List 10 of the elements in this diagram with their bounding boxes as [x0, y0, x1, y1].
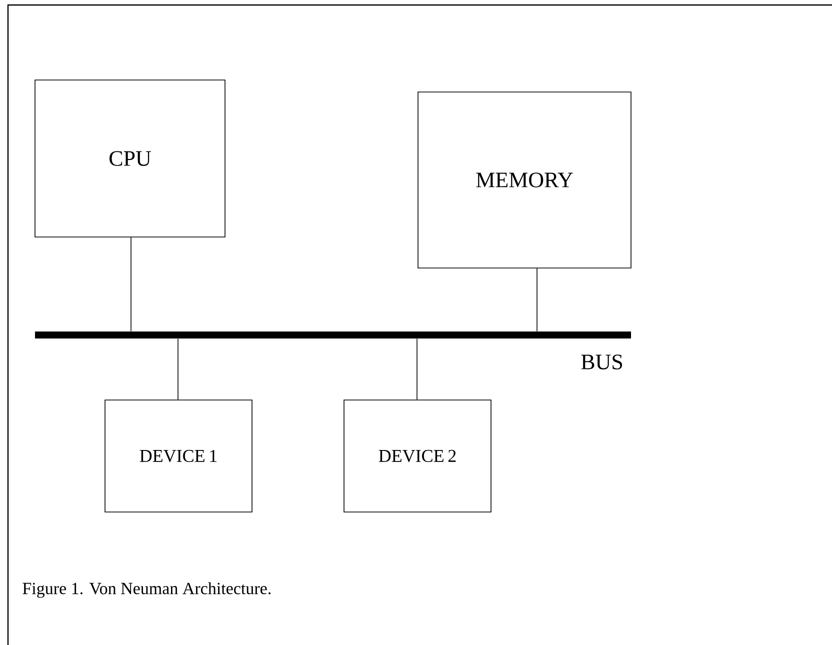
component-box: CPU: [34, 80, 226, 238]
component-box: MEMORY: [418, 92, 632, 268]
connector-line: [130, 237, 132, 332]
connector-line: [536, 268, 538, 332]
device-box: DEVICE 2: [344, 400, 492, 512]
node-label: BUS: [581, 354, 622, 370]
bus-bar: BUS: [35, 332, 631, 370]
connector-line: [416, 338, 418, 400]
caption: Figure 1. Von Neuman Architecture.: [22, 582, 271, 598]
device-box: DEVICE 1: [104, 400, 252, 512]
